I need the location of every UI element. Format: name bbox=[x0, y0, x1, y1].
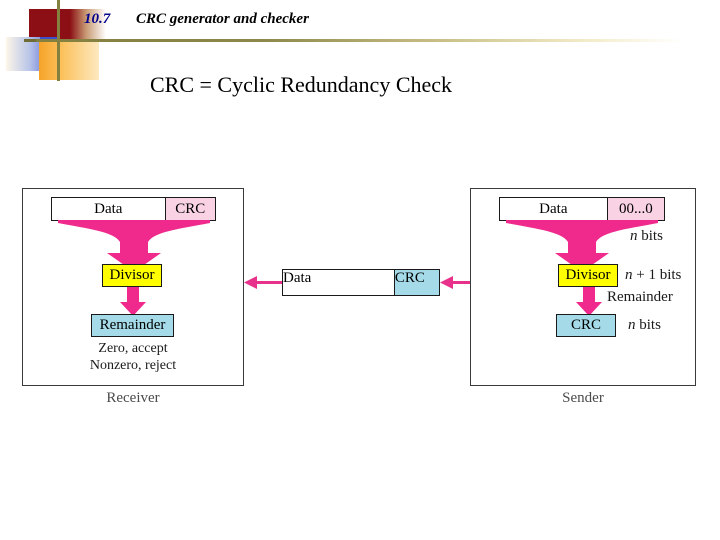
sender-crc-bits-note: n bits bbox=[628, 317, 661, 334]
transmitted-frame-crc-cell: CRC bbox=[393, 270, 439, 295]
slide-title: CRC generator and checker bbox=[136, 11, 309, 27]
sender-down-arrow-icon bbox=[576, 287, 602, 316]
decoration-orange-square bbox=[39, 41, 99, 80]
receiver-result-accept: Zero, accept bbox=[98, 341, 168, 356]
sender-zeros-bits-symbol: n bbox=[630, 228, 638, 244]
receiver-caption: Receiver bbox=[106, 390, 160, 406]
sender-crc-box: CRC bbox=[556, 314, 616, 337]
receiver-divisor-box: Divisor bbox=[102, 264, 162, 287]
slide-number: 10.7 bbox=[84, 11, 111, 27]
receiver-frame-crc-cell: CRC bbox=[164, 198, 215, 220]
transmitted-frame: Data CRC bbox=[282, 269, 440, 296]
sender-divisor-box: Divisor bbox=[558, 264, 618, 287]
receiver-result-reject: Nonzero, reject bbox=[89, 358, 177, 373]
receiver-frame: Data CRC bbox=[51, 197, 216, 221]
page-subtitle: CRC = Cyclic Redundancy Check bbox=[150, 72, 453, 97]
decoration-red-square bbox=[29, 9, 70, 42]
receiver-funnel-arrow-icon bbox=[58, 220, 210, 272]
receiver-remainder-box: Remainder bbox=[91, 314, 174, 337]
sender-frame-zeros-cell: 00...0 bbox=[606, 198, 664, 220]
arrow-from-sender-icon bbox=[440, 276, 471, 289]
sender-divisor-bits-unit: + 1 bits bbox=[636, 267, 682, 283]
sender-remainder-note: Remainder bbox=[607, 289, 673, 305]
sender-zeros-bits-note: n bits bbox=[630, 228, 663, 245]
sender-crc-bits-unit: bits bbox=[639, 317, 661, 333]
sender-frame: Data 00...0 bbox=[499, 197, 665, 221]
sender-divisor-bits-symbol: n bbox=[625, 267, 633, 283]
sender-frame-data-cell: Data bbox=[500, 198, 607, 220]
sender-funnel-arrow-icon bbox=[506, 220, 658, 272]
sender-zeros-bits-unit: bits bbox=[641, 228, 663, 244]
transmitted-frame-data-cell: Data bbox=[283, 270, 394, 295]
sender-divisor-bits-note: n + 1 bits bbox=[625, 267, 681, 284]
receiver-down-arrow-icon bbox=[120, 287, 146, 316]
header-divider-rule bbox=[36, 39, 684, 42]
sender-crc-bits-symbol: n bbox=[628, 317, 636, 333]
decoration-red-gradient bbox=[70, 9, 106, 42]
sender-caption: Sender bbox=[562, 390, 604, 406]
arrow-to-receiver-icon bbox=[244, 276, 282, 289]
receiver-frame-data-cell: Data bbox=[52, 198, 165, 220]
